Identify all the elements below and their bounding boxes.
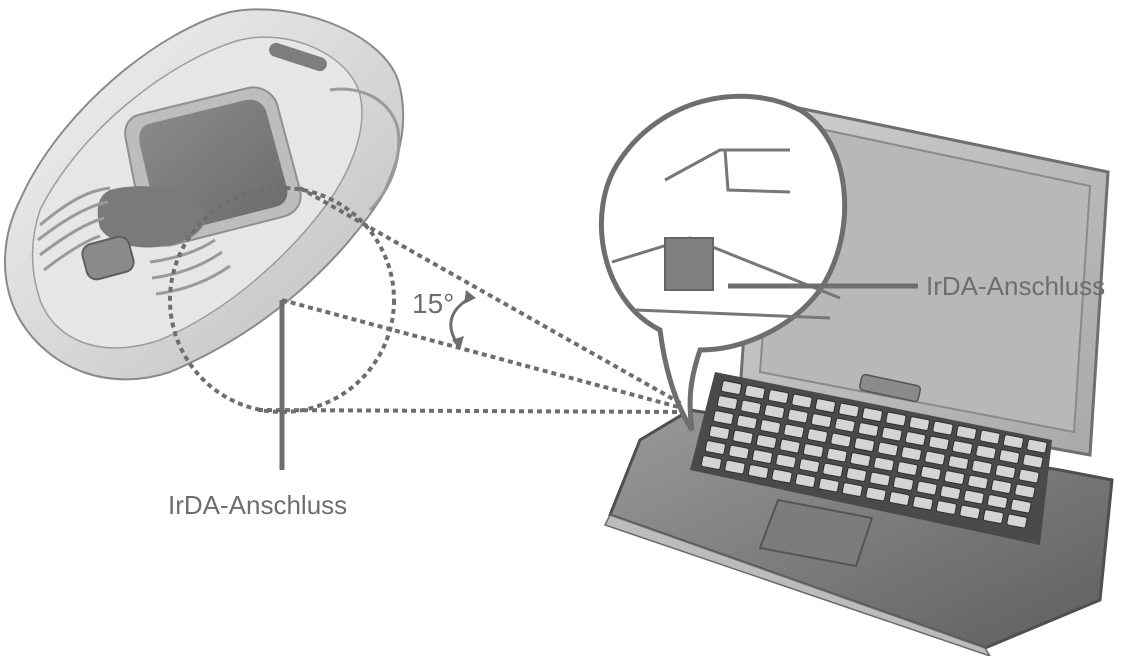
keyboard-key bbox=[982, 509, 1004, 524]
keyboard-key bbox=[771, 468, 793, 484]
keyboard-key bbox=[787, 408, 809, 424]
keyboard-key bbox=[763, 404, 785, 419]
keyboard-key bbox=[826, 447, 848, 463]
ir-port-icon bbox=[664, 237, 714, 291]
keyboard-key bbox=[967, 474, 989, 490]
keyboard-key bbox=[822, 462, 844, 478]
keyboard-key bbox=[904, 431, 926, 446]
keyboard-key bbox=[959, 504, 981, 520]
keyboard-key bbox=[791, 393, 813, 409]
keyboard-key bbox=[806, 428, 828, 443]
keyboard-key bbox=[896, 461, 918, 476]
keyboard-key bbox=[767, 389, 789, 404]
keyboard-key bbox=[892, 476, 914, 491]
keyboard-key bbox=[775, 453, 797, 469]
keyboard-key bbox=[1022, 453, 1044, 469]
keyboard-key bbox=[712, 410, 734, 425]
keyboard-key bbox=[928, 435, 950, 451]
keyboard-key bbox=[912, 495, 934, 511]
keyboard-key bbox=[716, 395, 738, 410]
keyboard-key bbox=[857, 422, 879, 437]
keyboard-key bbox=[810, 413, 832, 428]
keyboard-key bbox=[755, 434, 777, 449]
keyboard-key bbox=[885, 411, 907, 427]
keyboard-key bbox=[736, 414, 758, 430]
keyboard-key bbox=[947, 455, 969, 470]
keyboard-key bbox=[979, 429, 1001, 445]
keyboard-key bbox=[1010, 498, 1032, 514]
keyboard-key bbox=[990, 479, 1012, 494]
laptop-port-label: IrDA-Anschluss bbox=[926, 271, 1105, 301]
keyboard-key bbox=[963, 489, 985, 505]
phone-port-label: IrDA-Anschluss bbox=[168, 490, 347, 520]
keyboard-key bbox=[751, 449, 773, 464]
keyboard-key bbox=[834, 417, 856, 433]
keyboard-key bbox=[759, 419, 781, 434]
keyboard-key bbox=[720, 380, 742, 395]
keyboard-key bbox=[841, 482, 863, 497]
keyboard-key bbox=[740, 399, 762, 415]
keyboard-key bbox=[802, 443, 824, 458]
keyboard-key bbox=[998, 449, 1020, 464]
keyboard-key bbox=[971, 459, 993, 475]
keyboard-key bbox=[951, 440, 973, 455]
keyboard-key bbox=[1002, 434, 1024, 449]
keyboard-key bbox=[838, 402, 860, 418]
keyboard-key bbox=[794, 473, 816, 488]
keyboard-key bbox=[708, 425, 730, 440]
keyboard-key bbox=[747, 464, 769, 479]
keyboard-key bbox=[704, 440, 726, 455]
keyboard-key bbox=[873, 456, 895, 472]
keyboard-key bbox=[724, 459, 746, 475]
keyboard-key bbox=[845, 467, 867, 482]
keyboard-key bbox=[916, 480, 938, 496]
keyboard-key bbox=[779, 438, 801, 454]
keyboard-key bbox=[924, 450, 946, 466]
keyboard-key bbox=[881, 426, 903, 442]
keyboard-key bbox=[908, 416, 930, 431]
keyboard-key bbox=[888, 491, 910, 506]
keyboard-key bbox=[1026, 438, 1048, 454]
keyboard-key bbox=[920, 465, 942, 481]
keyboard-key bbox=[975, 444, 997, 460]
keyboard-key bbox=[830, 432, 852, 448]
keyboard-key bbox=[798, 458, 820, 473]
keyboard-key bbox=[783, 423, 805, 439]
keyboard-key bbox=[986, 494, 1008, 509]
keyboard-key bbox=[900, 446, 922, 461]
keyboard-key bbox=[700, 455, 722, 470]
keyboard-key bbox=[818, 477, 840, 493]
keyboard-key bbox=[877, 441, 899, 457]
keyboard-key bbox=[865, 486, 887, 502]
keyboard-key bbox=[939, 485, 961, 500]
keyboard-key bbox=[1014, 483, 1036, 499]
keyboard-key bbox=[943, 470, 965, 485]
keyboard-key bbox=[1006, 513, 1028, 529]
keyboard-key bbox=[935, 500, 957, 515]
keyboard-key bbox=[853, 437, 875, 452]
keyboard-key bbox=[728, 444, 750, 460]
keyboard-key bbox=[732, 429, 754, 445]
keyboard-key bbox=[1018, 468, 1040, 484]
keyboard-key bbox=[955, 425, 977, 440]
angle-label: 15° bbox=[412, 288, 454, 319]
keyboard-key bbox=[869, 471, 891, 487]
keyboard-key bbox=[994, 464, 1016, 479]
ir-port-callout bbox=[598, 93, 848, 432]
keyboard-key bbox=[744, 384, 766, 400]
keyboard-key bbox=[849, 452, 871, 467]
keyboard-key bbox=[932, 420, 954, 436]
keyboard-key bbox=[861, 407, 883, 422]
mobile-phone-icon: LG bbox=[4, 8, 405, 381]
laptop-keyboard bbox=[700, 380, 1048, 529]
keyboard-key bbox=[814, 398, 836, 413]
